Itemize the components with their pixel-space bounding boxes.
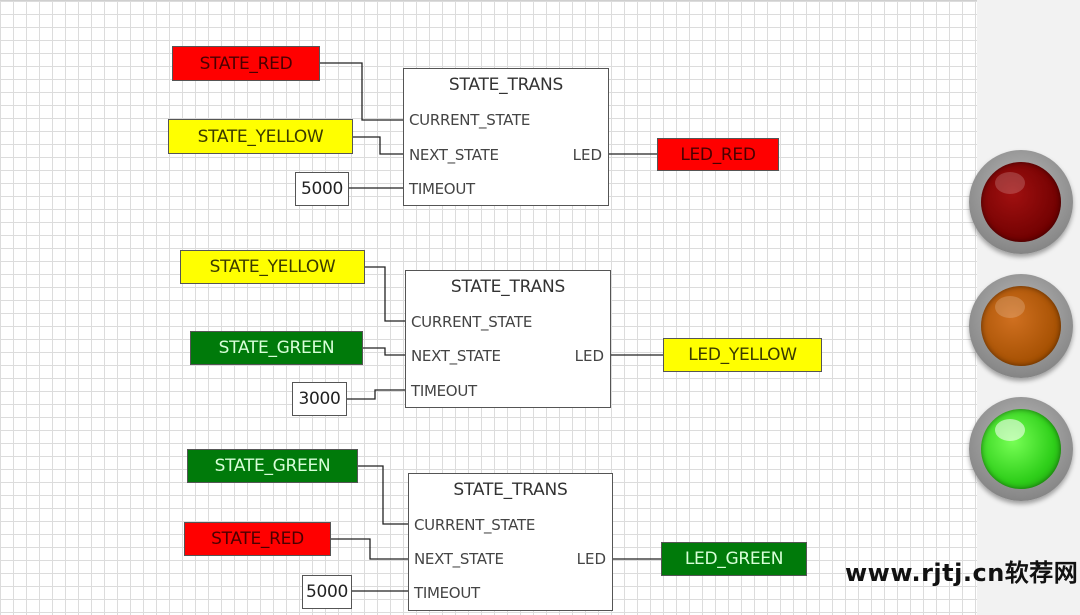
pin-led: LED — [576, 550, 606, 568]
pin-next-state: NEXT_STATE — [411, 347, 501, 365]
timeout-value[interactable]: 5000 — [302, 575, 352, 609]
input-tag-next-state[interactable]: STATE_GREEN — [190, 331, 363, 365]
pin-timeout: TIMEOUT — [409, 180, 475, 198]
input-tag-next-state[interactable]: STATE_YELLOW — [168, 119, 353, 154]
block-title: STATE_TRANS — [453, 480, 568, 500]
pin-next-state: NEXT_STATE — [414, 550, 504, 568]
pin-led: LED — [574, 347, 604, 365]
function-block-state-trans-3[interactable]: STATE_TRANS CURRENT_STATE NEXT_STATE TIM… — [408, 473, 613, 611]
led-green-indicator — [969, 397, 1073, 501]
timeout-value[interactable]: 5000 — [295, 172, 349, 206]
output-tag-led[interactable]: LED_RED — [657, 138, 779, 171]
pin-timeout: TIMEOUT — [411, 382, 477, 400]
pin-current-state: CURRENT_STATE — [409, 111, 531, 129]
wire-layer — [320, 62, 663, 592]
led-green-bulb-icon — [981, 409, 1061, 489]
led-yellow-bulb-icon — [981, 286, 1061, 366]
wire — [358, 465, 408, 525]
block-title: STATE_TRANS — [448, 75, 564, 95]
pin-current-state: CURRENT_STATE — [414, 516, 536, 534]
pin-led: LED — [572, 146, 602, 164]
watermark-text: www.rjtj.cn软荐网 — [845, 559, 1079, 587]
output-tag-led[interactable]: LED_YELLOW — [663, 338, 822, 372]
input-tag-current-state[interactable]: STATE_RED — [172, 46, 320, 81]
function-block-state-trans-2[interactable]: STATE_TRANS CURRENT_STATE NEXT_STATE TIM… — [405, 270, 611, 408]
wire — [365, 266, 405, 322]
led-yellow-indicator — [969, 274, 1073, 378]
wire — [363, 347, 405, 356]
led-red-bulb-icon — [981, 162, 1061, 242]
timeout-value[interactable]: 3000 — [292, 382, 347, 416]
pin-timeout: TIMEOUT — [414, 584, 480, 602]
wire — [353, 136, 403, 155]
pin-current-state: CURRENT_STATE — [411, 313, 533, 331]
led-red-indicator — [969, 150, 1073, 254]
output-tag-led[interactable]: LED_GREEN — [661, 542, 807, 576]
input-tag-current-state[interactable]: STATE_YELLOW — [180, 250, 365, 284]
pin-next-state: NEXT_STATE — [409, 146, 499, 164]
wire — [347, 389, 405, 400]
wire — [320, 62, 403, 121]
input-tag-next-state[interactable]: STATE_RED — [184, 522, 331, 556]
wire — [331, 538, 408, 560]
block-title: STATE_TRANS — [450, 277, 566, 297]
input-tag-current-state[interactable]: STATE_GREEN — [187, 449, 358, 483]
function-block-state-trans-1[interactable]: STATE_TRANS CURRENT_STATE NEXT_STATE TIM… — [403, 68, 609, 206]
